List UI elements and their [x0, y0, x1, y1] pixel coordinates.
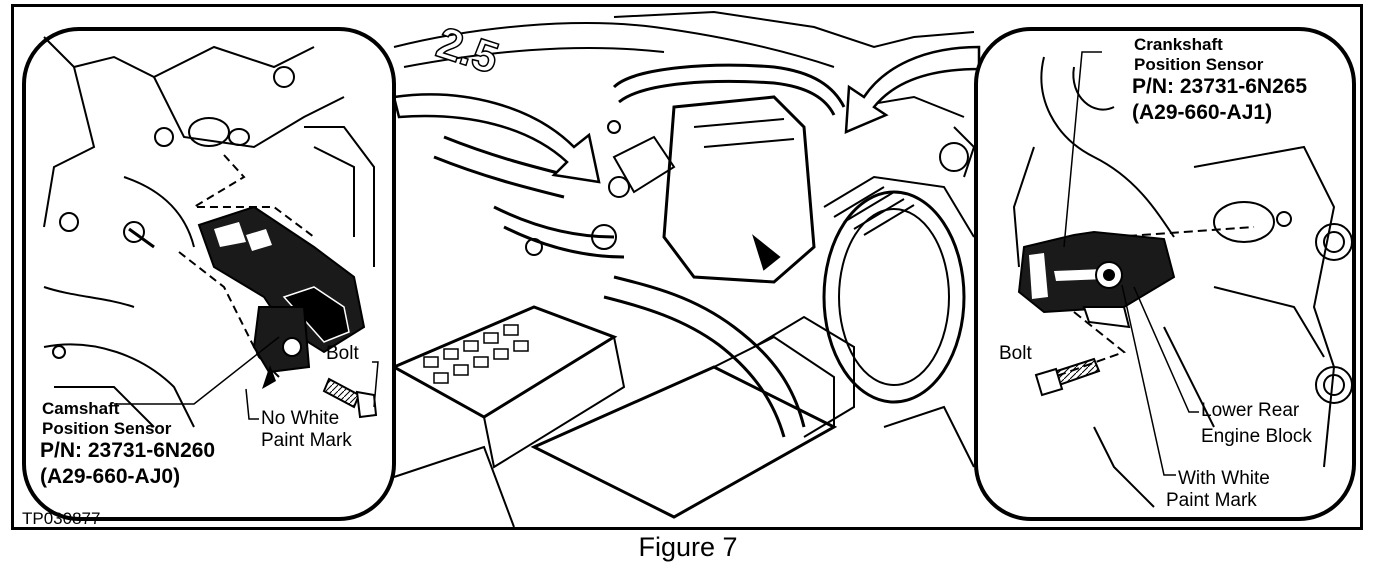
- camshaft-mark-line1: No White: [261, 408, 340, 429]
- camshaft-bolt-icon: [322, 377, 378, 419]
- crankshaft-alt-number: (A29-660-AJ1): [1132, 101, 1273, 124]
- crankshaft-name-line2: Position Sensor: [1134, 55, 1264, 74]
- camshaft-alt-number: (A29-660-AJ0): [40, 465, 181, 488]
- engine-badge: 2.5: [431, 18, 504, 84]
- camshaft-name-line1: Camshaft: [42, 399, 120, 418]
- figure-caption: Figure 7: [638, 532, 738, 562]
- camshaft-sensor: [197, 205, 366, 374]
- crankshaft-inset: [974, 27, 1356, 521]
- left-pointer-arrow: [392, 93, 601, 184]
- right-pointer-arrow: [844, 45, 981, 134]
- camshaft-mark-line2: Paint Mark: [261, 430, 352, 451]
- engine-block-line2: Engine Block: [1201, 426, 1312, 447]
- crankshaft-sensor: [1017, 230, 1176, 329]
- camshaft-name-line2: Position Sensor: [42, 419, 172, 438]
- engine-illustration: 2.5: [22, 10, 1356, 527]
- crankshaft-bolt-icon: [1034, 357, 1101, 397]
- camshaft-part-number: P/N: 23731-6N260: [40, 439, 216, 462]
- crankshaft-mark-line1: With White: [1178, 468, 1270, 489]
- engine-block-line1: Lower Rear: [1201, 400, 1300, 421]
- crankshaft-mark-line2: Paint Mark: [1166, 490, 1257, 511]
- figure-ref-code: TP030877: [22, 509, 101, 528]
- engine-bay: [390, 10, 976, 527]
- crankshaft-bolt-label: Bolt: [999, 343, 1032, 364]
- camshaft-inset: [22, 27, 396, 521]
- crankshaft-name-line1: Crankshaft: [1134, 35, 1223, 54]
- figure-frame: 2.5: [11, 4, 1363, 530]
- crankshaft-part-number: P/N: 23731-6N265: [1132, 75, 1308, 98]
- camshaft-bolt-label: Bolt: [326, 343, 359, 364]
